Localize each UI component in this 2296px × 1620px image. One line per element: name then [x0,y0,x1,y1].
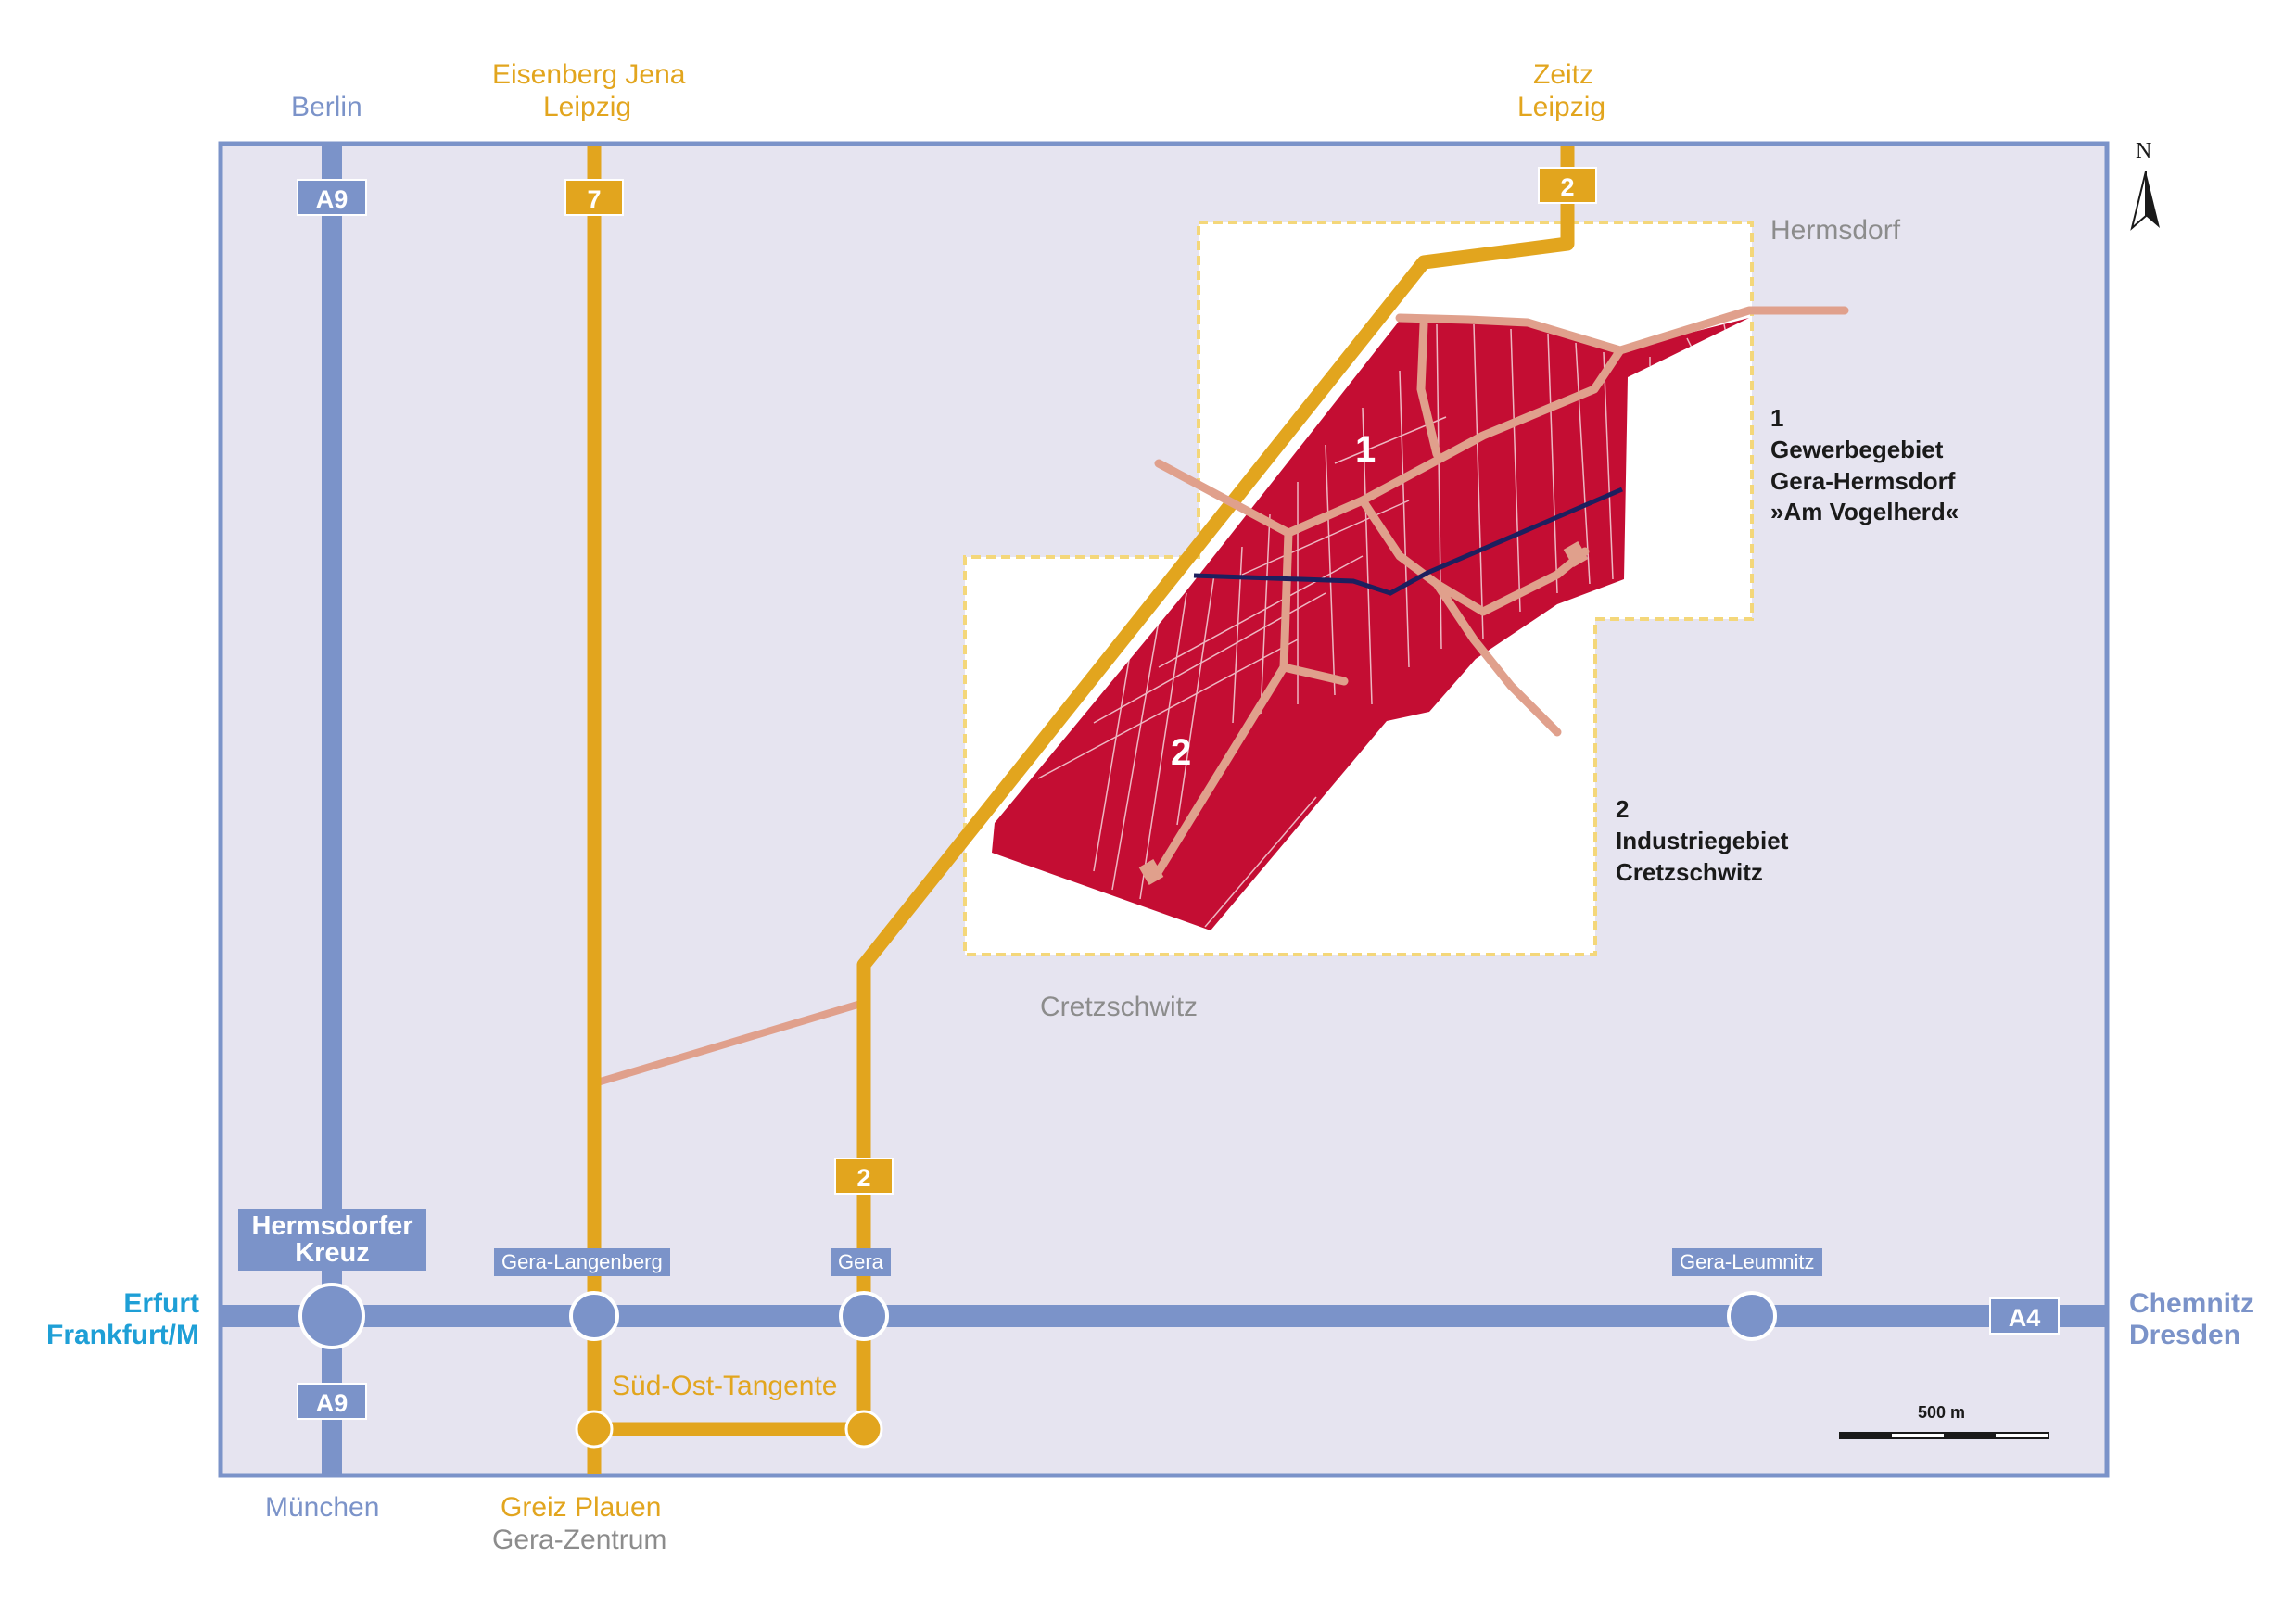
junction-gera [839,1291,889,1341]
legend-item-1-line3: »Am Vogelherd« [1770,498,1960,526]
road-end-cap [1138,858,1164,886]
label-hermsdorfer-kreuz: Hermsdorfer Kreuz [238,1209,426,1271]
city-eisenberg-jena: Eisenberg Jena [492,59,686,90]
city-berlin: Berlin [291,92,362,122]
scale-bar [1839,1432,2049,1439]
railway-line [1193,487,1623,596]
shield-a9-top: A9 [297,179,367,216]
shield-b2-mid: 2 [834,1158,894,1195]
legend-item-1-line1: Gewerbegebiet [1770,435,1944,463]
industrial-area [992,318,1749,930]
city-muenchen: München [265,1492,380,1523]
place-hermsdorf: Hermsdorf [1770,215,1901,246]
label-gera-langenberg: Gera-Langenberg [494,1248,670,1276]
legend-item-2: 2 Industriegebiet Cretzschwitz [1616,794,1788,888]
city-gera-zentrum: Gera-Zentrum [492,1525,667,1555]
city-greiz-plauen: Greiz Plauen [501,1492,662,1523]
junction-gera-leumnitz [1727,1291,1777,1341]
shield-a4: A4 [1989,1297,2060,1335]
local-road-connector [592,999,866,1087]
north-label: N [2136,139,2152,163]
label-sued-ost-tangente: Süd-Ost-Tangente [612,1371,838,1401]
legend-item-2-line2: Cretzschwitz [1616,857,1763,886]
legend-item-2-line1: Industriegebiet [1616,826,1789,854]
road-end-cap [1563,540,1589,568]
area-1-number: 1 [1355,429,1376,470]
city-leipzig-right: Leipzig [1517,92,1606,122]
place-cretzschwitz: Cretzschwitz [1040,992,1199,1022]
tangente-node-west [575,1410,614,1449]
legend-item-1-line2: Gera-Hermsdorf [1770,466,1956,495]
legend-item-1-number: 1 [1770,404,1784,432]
junction-hermsdorfer-kreuz [298,1283,365,1349]
city-leipzig-left: Leipzig [543,92,632,122]
legend-item-2-number: 2 [1616,795,1630,823]
city-dresden: Dresden [2129,1320,2241,1350]
city-chemnitz: Chemnitz [2129,1288,2254,1319]
label-gera-leumnitz: Gera-Leumnitz [1672,1248,1822,1276]
shield-a9-bottom: A9 [297,1383,367,1420]
road-b2 [856,146,1575,1429]
junction-gera-langenberg [569,1291,619,1341]
shield-b7: 7 [564,179,624,216]
city-frankfurt: Frankfurt/M [46,1320,199,1350]
city-zeitz: Zeitz [1533,59,1594,90]
north-arrow-icon [2130,171,2160,231]
city-erfurt: Erfurt [123,1288,199,1319]
label-gera: Gera [831,1248,891,1276]
legend-item-1: 1 Gewerbegebiet Gera-Hermsdorf »Am Vogel… [1770,403,1959,528]
label-hermsdorfer-kreuz-line2: Kreuz [295,1238,370,1268]
shield-b2-top: 2 [1538,167,1597,204]
label-hermsdorfer-kreuz-line1: Hermsdorfer [251,1211,413,1241]
area-2-number: 2 [1171,732,1192,773]
internal-roads [1154,306,1849,876]
scale-bar-label: 500 m [1918,1403,1966,1422]
tangente-node-east [844,1410,883,1449]
